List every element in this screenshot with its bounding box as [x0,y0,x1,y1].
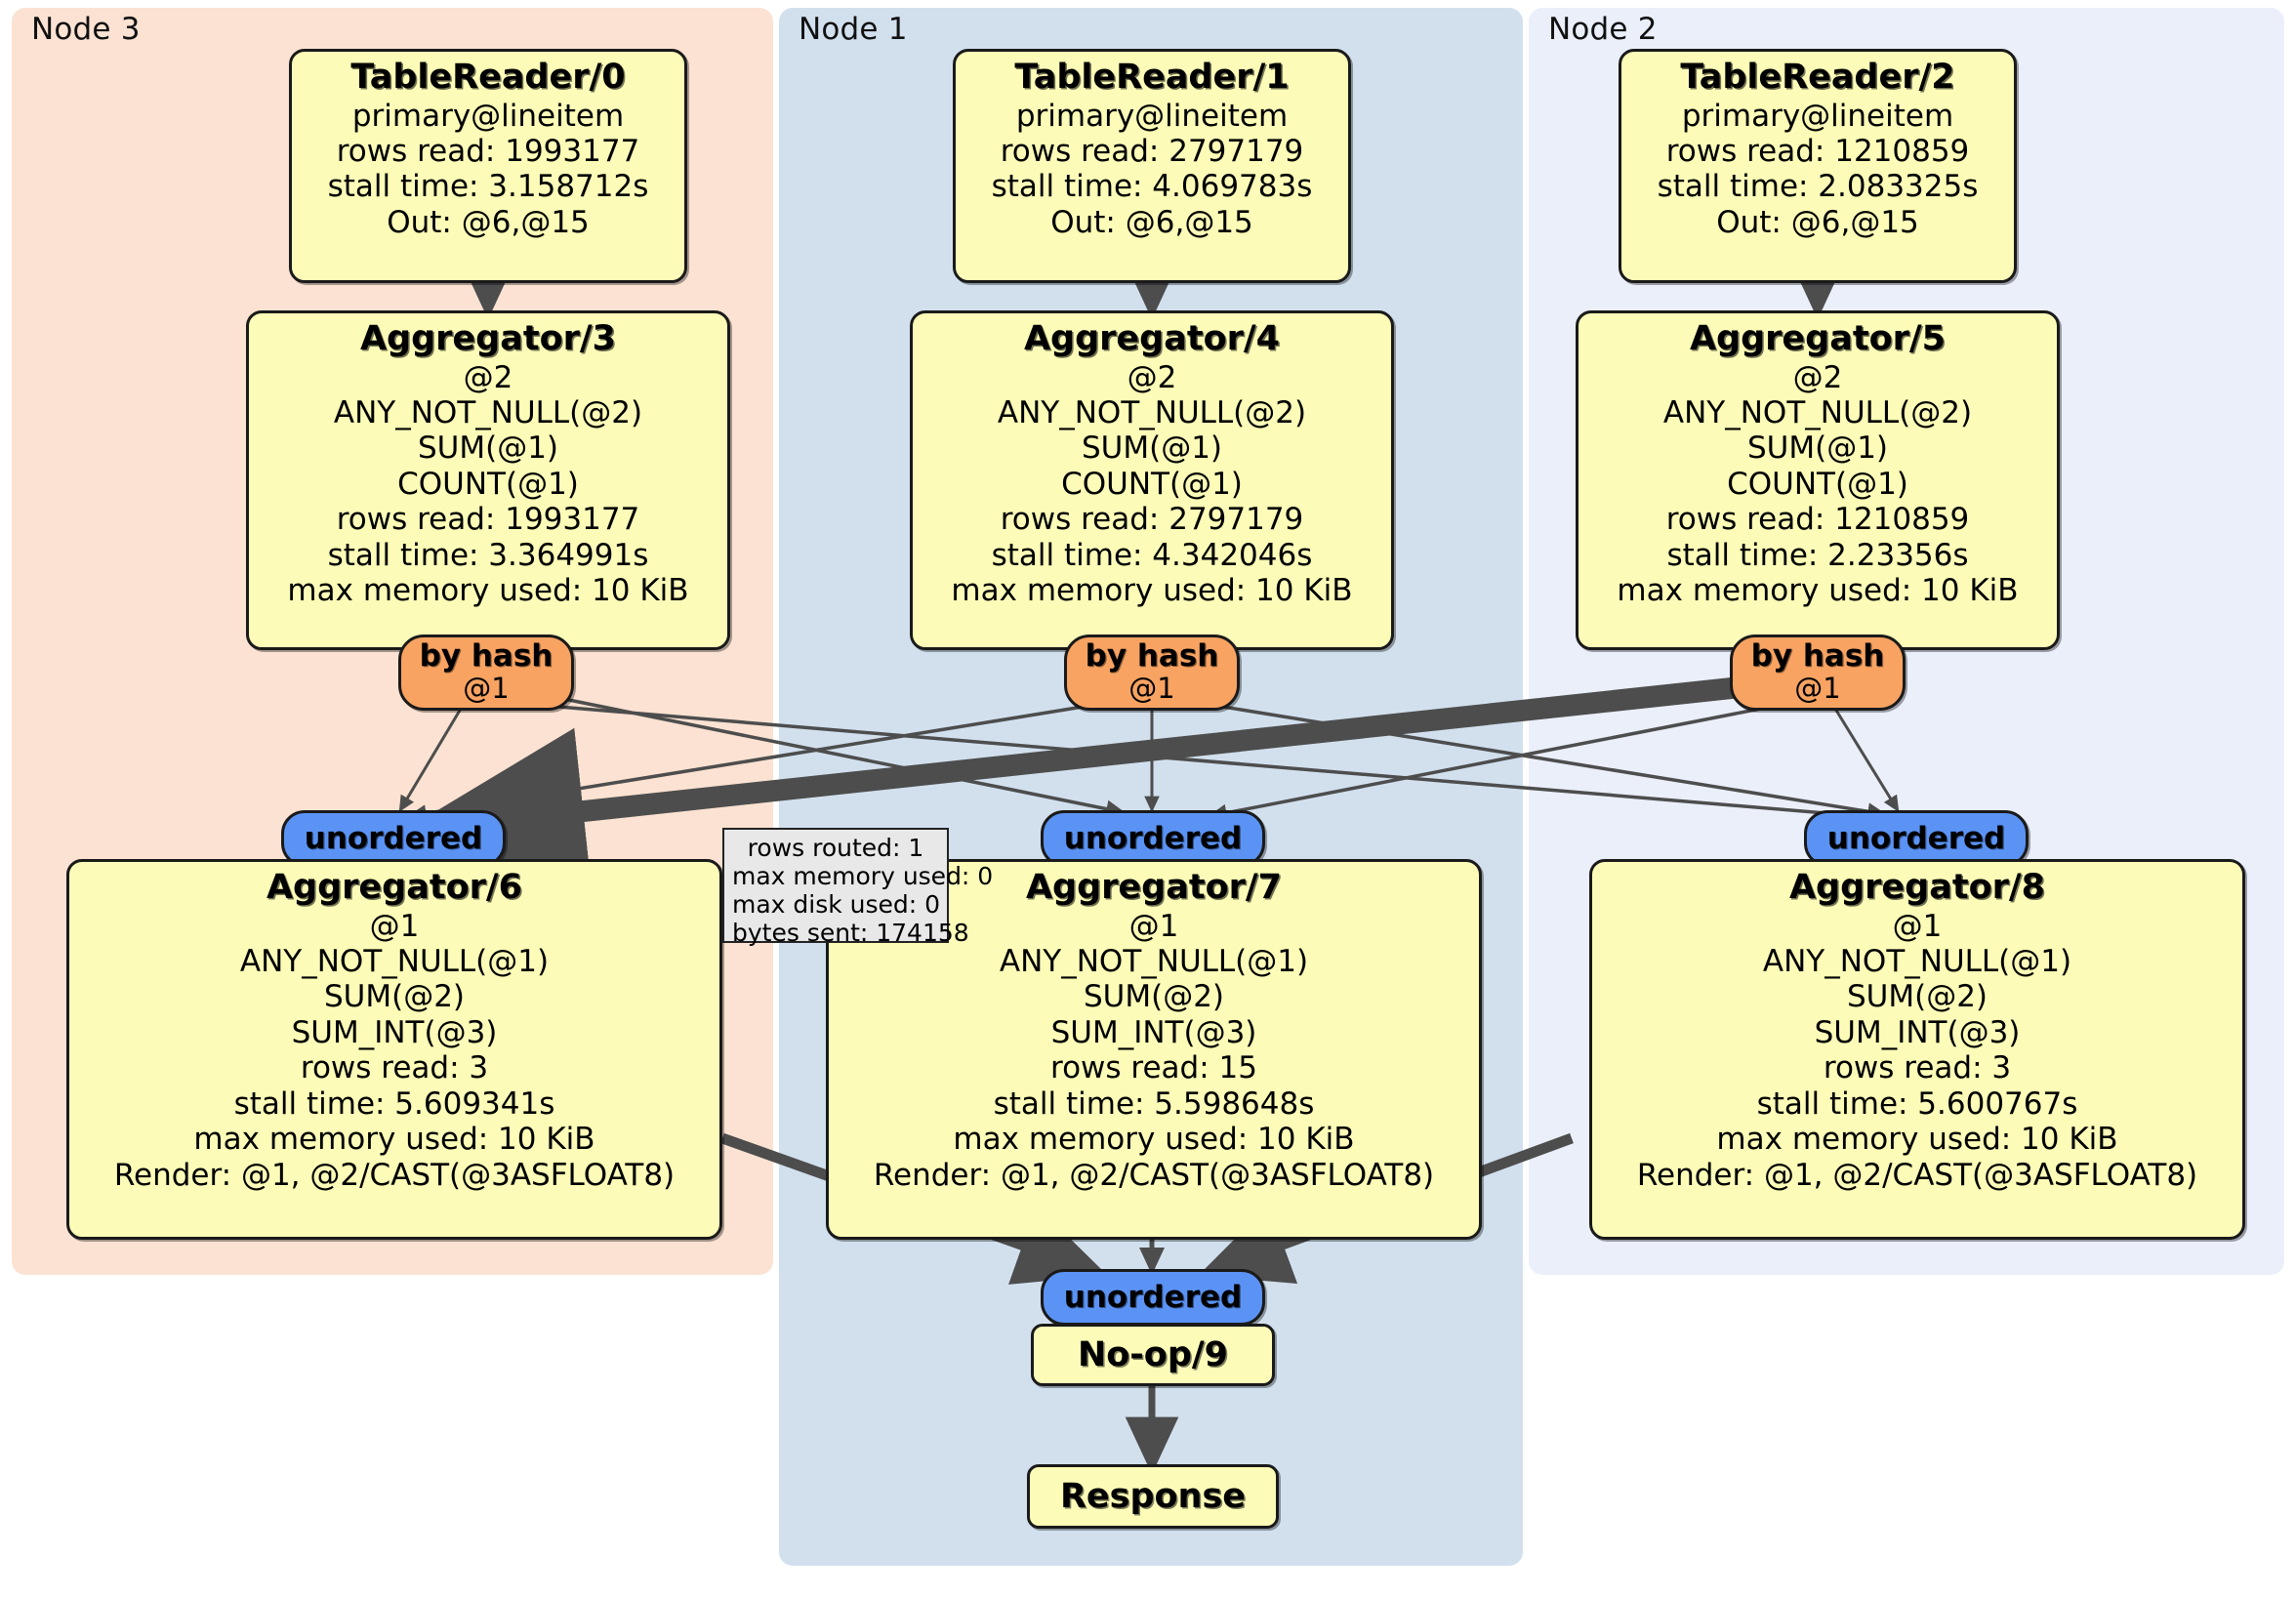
node-line: Render: @1, @2/CAST(@3ASFLOAT8) [1636,1157,2198,1193]
node-line: Render: @1, @2/CAST(@3ASFLOAT8) [113,1157,676,1193]
node-line: max memory used: 10 KiB [951,573,1353,609]
node-line: SUM(@2) [1846,979,1988,1015]
node-line: max memory used: 10 KiB [1617,573,2019,609]
node-tablereader-1[interactable]: TableReader/1 primary@lineitem rows read… [953,49,1351,283]
node-title: Aggregator/5 [1689,319,1947,358]
node-title: Aggregator/6 [266,868,523,907]
node-line: stall time: 4.342046s [991,537,1313,573]
node-tablereader-2[interactable]: TableReader/2 primary@lineitem rows read… [1619,49,2017,283]
edge-stats-tooltip: rows routed: 1 max memory used: 0 max di… [722,828,994,947]
router-column: @1 [1128,671,1175,705]
node-aggregator-6[interactable]: Aggregator/6 @1 ANY_NOT_NULL(@1) SUM(@2)… [66,859,722,1240]
node-aggregator-8[interactable]: Aggregator/8 @1 ANY_NOT_NULL(@1) SUM(@2)… [1589,859,2245,1240]
node-aggregator-7[interactable]: Aggregator/7 @1 ANY_NOT_NULL(@1) SUM(@2)… [826,859,1482,1240]
node-line: primary@lineitem [1015,98,1289,134]
synchronizer-unordered-1[interactable]: unordered [1041,810,1265,867]
node-line: rows read: 3 [300,1050,489,1086]
node-line: SUM(@2) [1083,979,1225,1015]
node-title: Aggregator/3 [359,319,617,358]
node-line: ANY_NOT_NULL(@2) [997,395,1307,431]
node-line: stall time: 4.069783s [991,169,1313,205]
node-line: rows read: 2797179 [1000,502,1304,538]
router-by-hash-2[interactable]: by hash @1 [1730,635,1906,711]
tooltip-line: max disk used: 0 [732,890,941,919]
node-line: SUM(@1) [1746,430,1889,467]
node-line: Out: @6,@15 [1050,204,1253,240]
router-by-hash-0[interactable]: by hash @1 [398,635,574,711]
node-tablereader-0[interactable]: TableReader/0 primary@lineitem rows read… [289,49,687,283]
tooltip-line: bytes sent: 174158 [732,919,969,947]
node-line: COUNT(@1) [1061,466,1243,502]
node-line: @1 [369,908,420,944]
node-line: @2 [463,359,513,395]
node-line: COUNT(@1) [397,466,579,502]
node-line: rows read: 1993177 [336,134,640,170]
node-line: rows read: 3 [1823,1050,2012,1086]
node-line: @2 [1792,359,1843,395]
node-title: TableReader/2 [1680,58,1955,97]
node-aggregator-3[interactable]: Aggregator/3 @2 ANY_NOT_NULL(@2) SUM(@1)… [246,310,730,650]
node-line: stall time: 2.083325s [1657,169,1979,205]
node-line: primary@lineitem [351,98,625,134]
router-column: @1 [1794,671,1841,705]
node-aggregator-5[interactable]: Aggregator/5 @2 ANY_NOT_NULL(@2) SUM(@1)… [1576,310,2060,650]
node-title: Aggregator/4 [1023,319,1281,358]
router-label: by hash [419,638,554,674]
synchronizer-unordered-2[interactable]: unordered [1804,810,2029,867]
node-line: ANY_NOT_NULL(@1) [1762,944,2072,980]
panel-label-node-2: Node 2 [1548,12,1658,47]
node-line: ANY_NOT_NULL(@1) [999,944,1309,980]
node-line: stall time: 5.600767s [1756,1085,2078,1122]
router-by-hash-1[interactable]: by hash @1 [1064,635,1240,711]
node-line: SUM(@1) [417,430,559,467]
node-line: ANY_NOT_NULL(@1) [239,944,550,980]
node-title: TableReader/0 [350,58,626,97]
node-title: Aggregator/8 [1788,868,2046,907]
node-line: COUNT(@1) [1727,466,1908,502]
node-line: @1 [1892,908,1943,944]
node-line: rows read: 2797179 [1000,134,1304,170]
node-line: SUM_INT(@3) [291,1014,498,1050]
node-line: stall time: 5.609341s [233,1085,555,1122]
tooltip-line: rows routed: 1 [747,834,924,862]
node-line: SUM_INT(@3) [1050,1014,1257,1050]
node-line: ANY_NOT_NULL(@2) [333,395,643,431]
node-line: ANY_NOT_NULL(@2) [1662,395,1973,431]
panel-label-node-1: Node 1 [799,12,908,47]
node-line: max memory used: 10 KiB [193,1122,595,1158]
node-aggregator-4[interactable]: Aggregator/4 @2 ANY_NOT_NULL(@2) SUM(@1)… [910,310,1394,650]
node-line: stall time: 2.23356s [1666,537,1969,573]
node-line: Out: @6,@15 [1716,204,1919,240]
node-response[interactable]: Response [1027,1464,1279,1529]
node-line: Out: @6,@15 [387,204,590,240]
node-line: primary@lineitem [1681,98,1954,134]
router-label: by hash [1750,638,1885,674]
node-noop-9[interactable]: No-op/9 [1031,1324,1275,1386]
node-line: @2 [1127,359,1177,395]
router-column: @1 [463,671,510,705]
node-line: SUM(@1) [1081,430,1223,467]
node-line: max memory used: 10 KiB [1716,1122,2118,1158]
node-line: max memory used: 10 KiB [287,573,689,609]
node-title: TableReader/1 [1014,58,1290,97]
node-line: max memory used: 10 KiB [953,1122,1355,1158]
node-line: SUM(@2) [323,979,466,1015]
tooltip-line: max memory used: 0 [732,862,994,890]
node-title: Aggregator/7 [1025,868,1283,907]
node-line: stall time: 3.364991s [327,537,649,573]
synchronizer-unordered-3[interactable]: unordered [1041,1269,1265,1326]
node-line: rows read: 1210859 [1665,134,1970,170]
node-line: rows read: 1210859 [1665,502,1970,538]
node-line: rows read: 1993177 [336,502,640,538]
router-label: by hash [1085,638,1219,674]
node-line: stall time: 3.158712s [327,169,649,205]
node-line: rows read: 15 [1050,1050,1257,1086]
panel-label-node-3: Node 3 [31,12,141,47]
node-line: @1 [1128,908,1179,944]
node-line: stall time: 5.598648s [993,1085,1315,1122]
node-line: Render: @1, @2/CAST(@3ASFLOAT8) [873,1157,1435,1193]
node-line: SUM_INT(@3) [1814,1014,2021,1050]
